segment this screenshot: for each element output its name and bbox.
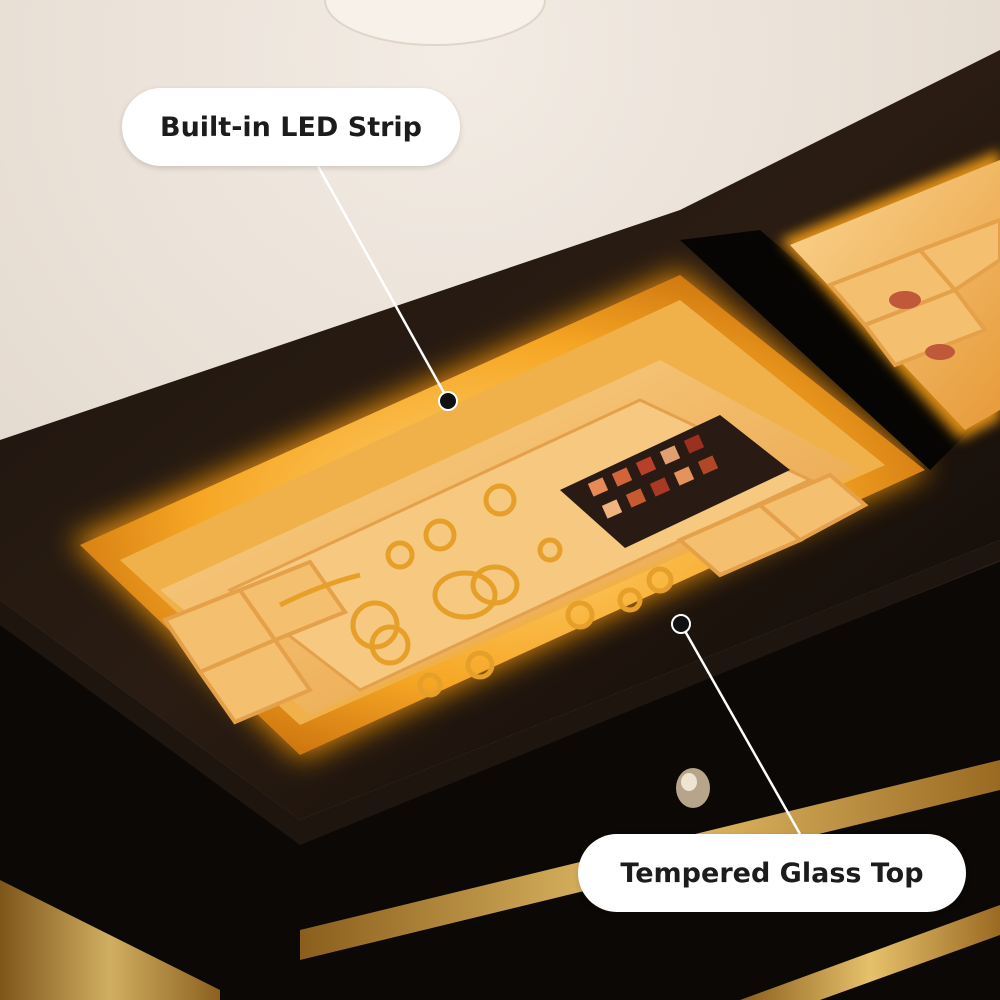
- gold-trim-bottom: [740, 905, 1000, 1000]
- callout-tempered-glass: Tempered Glass Top: [578, 834, 966, 912]
- jewelry-items: [278, 483, 674, 698]
- right-rings: [889, 291, 955, 360]
- callout-led-strip-label: Built-in LED Strip: [159, 111, 422, 143]
- callout-tempered-glass-label: Tempered Glass Top: [620, 857, 924, 889]
- gold-trim-left: [0, 880, 220, 1000]
- eyeshadow-palette: [560, 415, 790, 548]
- side-slots: [676, 472, 869, 578]
- compartment-divider: [680, 230, 980, 470]
- callout-led-strip: Built-in LED Strip: [122, 88, 460, 166]
- drawer-knob: [676, 768, 710, 808]
- wall-decor: [324, 0, 546, 46]
- right-slots: [826, 217, 1000, 368]
